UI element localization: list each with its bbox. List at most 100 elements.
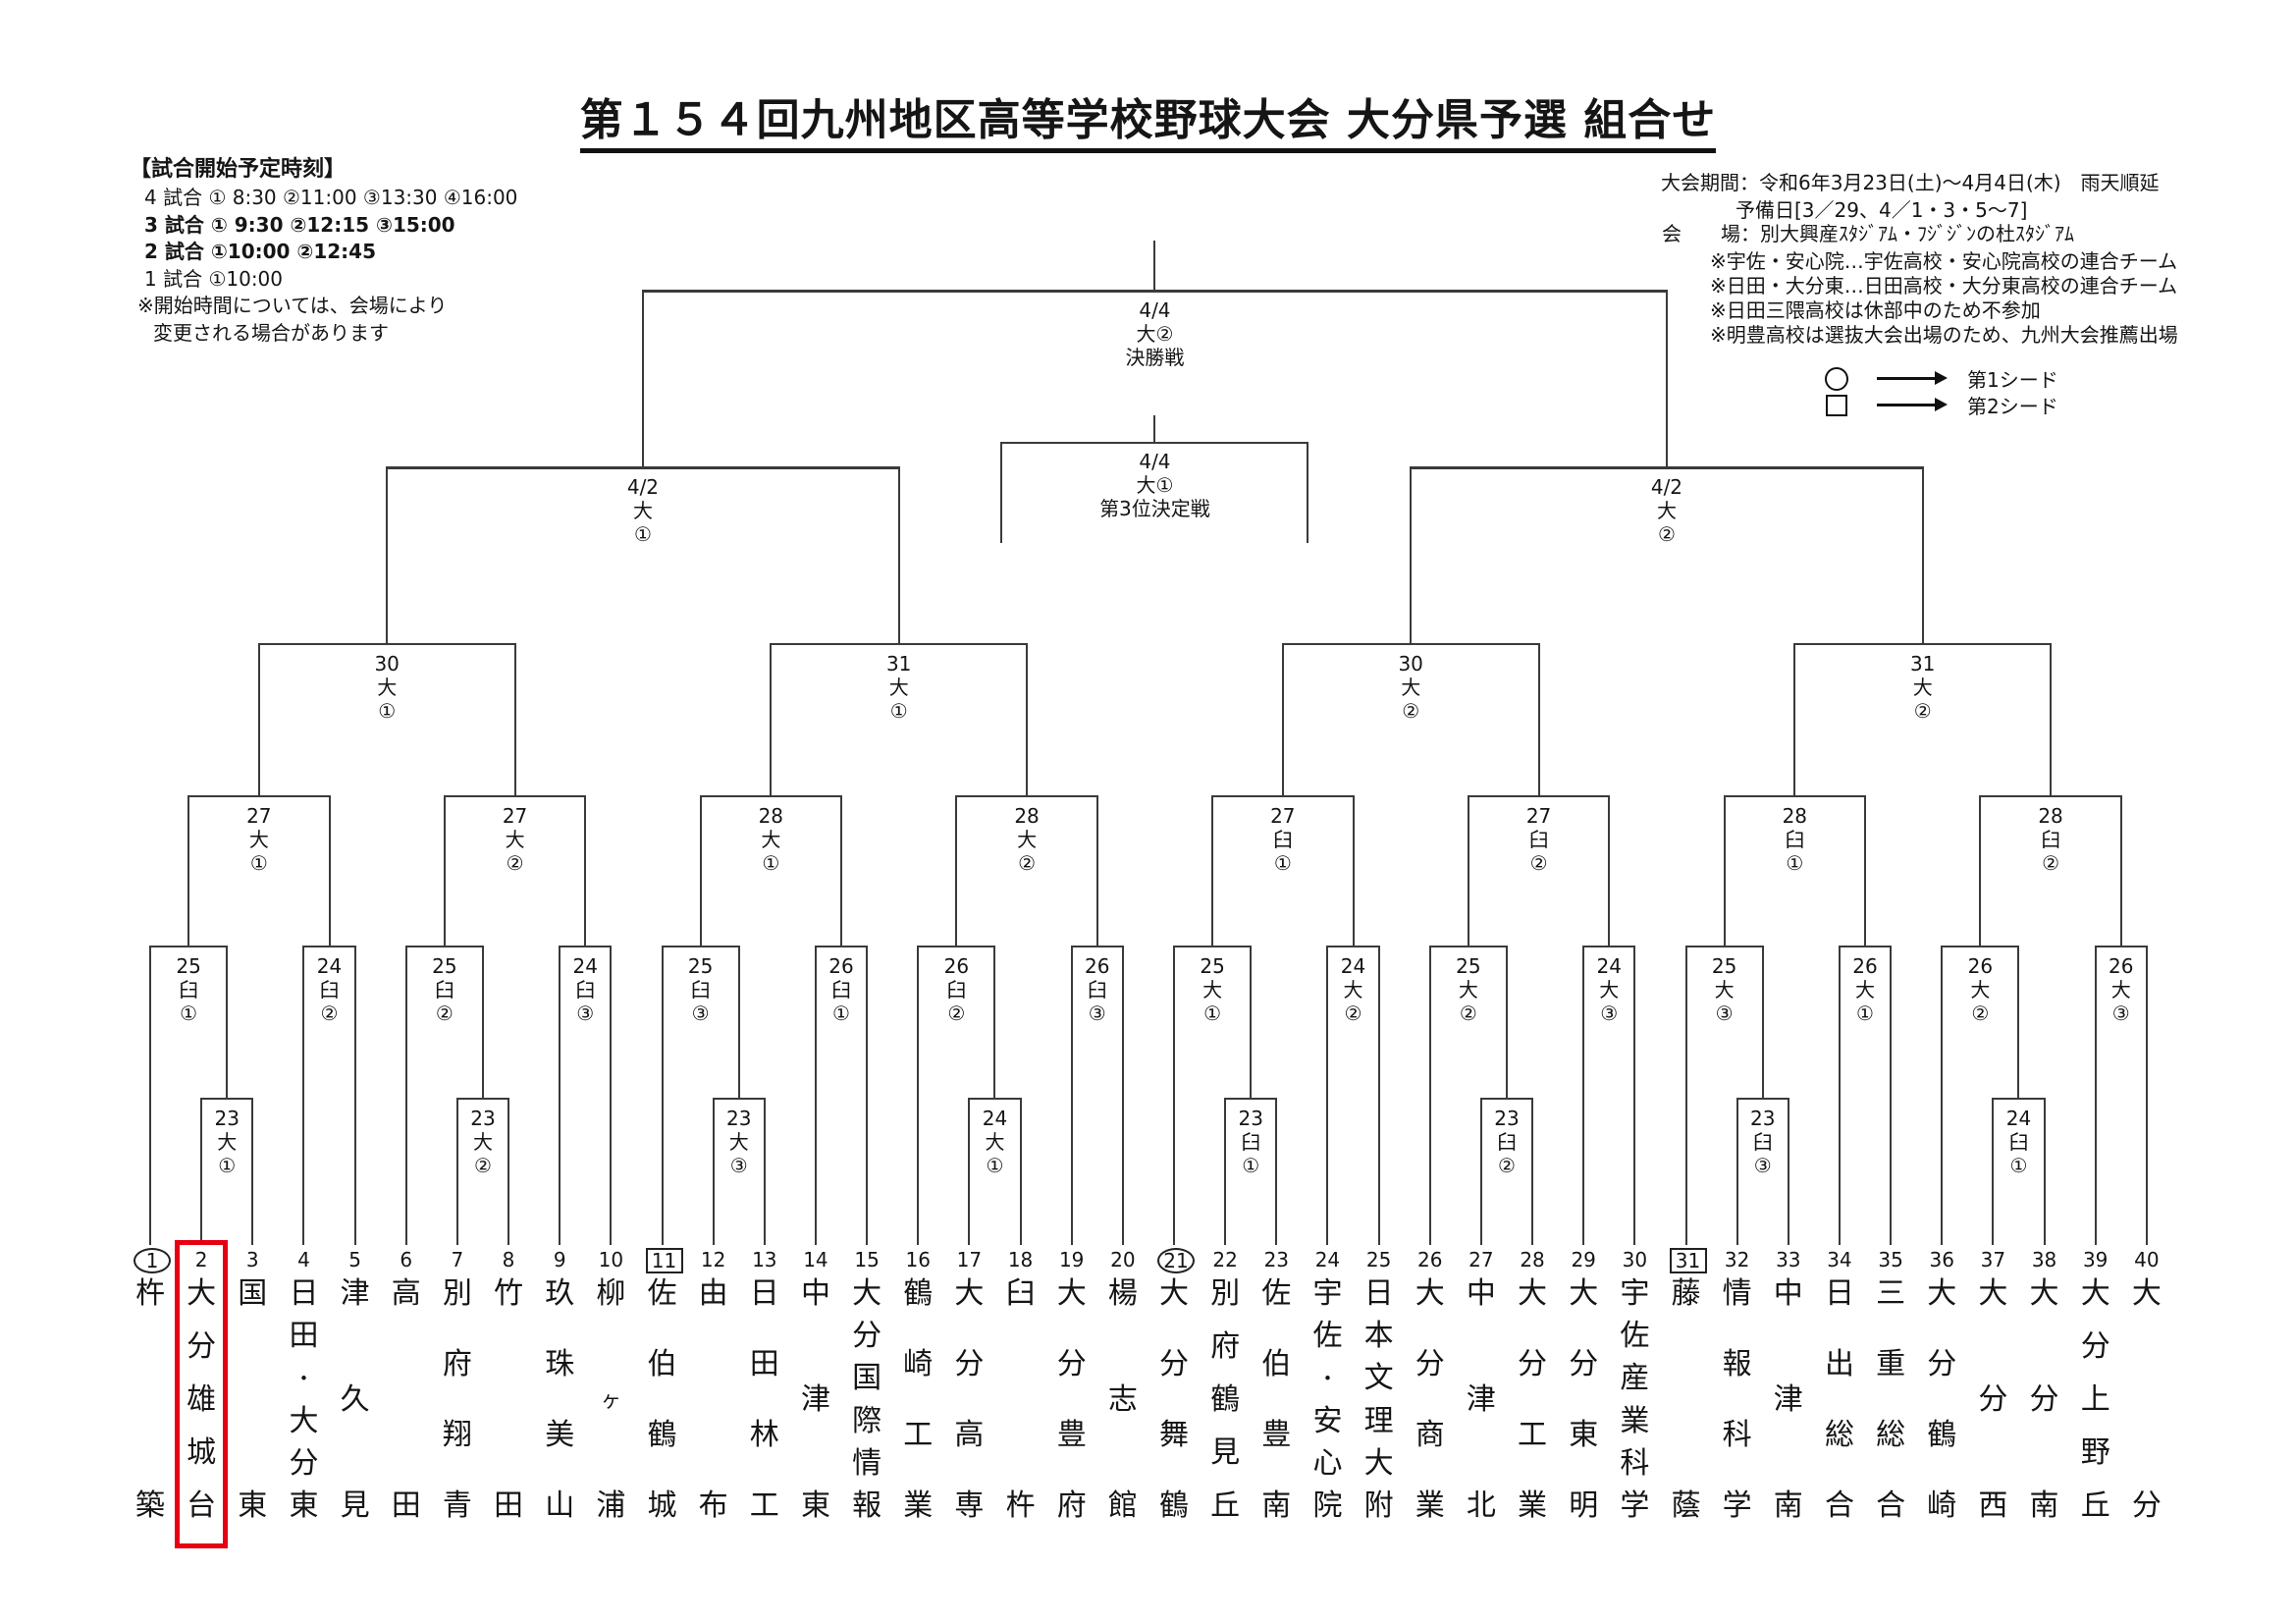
team-number: 4 [297, 1248, 310, 1271]
page-title: 第１５４回九州地区高等学校野球大会 大分県予選 組合せ [0, 84, 2296, 153]
bracket-line [917, 946, 920, 1245]
team-number: 37 [1980, 1248, 2006, 1271]
bracket-line [302, 946, 356, 947]
bracket-line [712, 1098, 766, 1100]
team-name: 大分西 [1978, 1276, 2008, 1523]
bracket-line [1537, 643, 1540, 795]
bracket-line [2017, 946, 2020, 1098]
bracket-line [1505, 946, 1508, 1098]
bracket-line [1211, 795, 1214, 946]
team-name: 柳ヶ浦 [596, 1276, 626, 1523]
legend-label: 第1シード [1967, 368, 2058, 392]
bracket-line [251, 1098, 254, 1245]
bracket-line [1224, 1098, 1278, 1100]
bracket-line [968, 1098, 971, 1245]
team-number: 26 [1417, 1248, 1443, 1271]
bracket-line [712, 1098, 715, 1245]
team-number: 32 [1724, 1248, 1750, 1271]
schedule-line: 変更される場合があります [153, 320, 389, 345]
team-number: 31 [1669, 1248, 1707, 1273]
team-number: 33 [1776, 1248, 1801, 1271]
team-name: 楊志館 [1107, 1276, 1138, 1523]
team-name: 宇佐・安心院 [1312, 1276, 1343, 1523]
bracket-line [386, 466, 900, 469]
bracket-line [641, 290, 1668, 293]
bracket-line [699, 795, 843, 797]
bracket-line [404, 946, 407, 1245]
bracket-line [661, 946, 740, 947]
team-number: 24 [1314, 1248, 1341, 1271]
team-name: 大分国際情報 [852, 1276, 882, 1523]
team-name: 日出総合 [1824, 1276, 1854, 1523]
bracket-line [328, 795, 331, 946]
bracket-line [1735, 1098, 1738, 1245]
bracket-line [897, 467, 900, 643]
team-number: 36 [1929, 1248, 1954, 1271]
bracket-line [443, 795, 587, 797]
bracket-line [1153, 241, 1156, 290]
team-number: 13 [752, 1248, 777, 1271]
team-number: 6 [400, 1248, 413, 1271]
bracket-line [1941, 946, 2020, 947]
bracket-line [955, 795, 958, 946]
bracket-line [559, 946, 613, 947]
team-number: 40 [2134, 1248, 2160, 1271]
team-name: 三重総合 [1876, 1276, 1906, 1523]
second-seed-square-icon [1824, 394, 1849, 416]
bracket-line [1026, 643, 1029, 795]
bracket-line [1410, 466, 1924, 469]
bracket-line [2145, 946, 2148, 1245]
bracket-line [770, 643, 1029, 645]
bracket-line [1479, 1098, 1534, 1100]
bracket-line [1070, 946, 1124, 947]
bracket-line [1326, 946, 1380, 947]
bracket-line [968, 1098, 1022, 1100]
highlight-box [175, 1240, 229, 1548]
team-name: 臼杵 [1005, 1276, 1036, 1523]
bracket-line [1787, 1098, 1789, 1245]
bracket-line [1000, 442, 1309, 444]
schedule-line: ※開始時間については、会場により [137, 294, 448, 317]
bracket-line [1153, 415, 1156, 442]
bracket-line [1307, 442, 1309, 543]
bracket-line [917, 946, 996, 947]
bracket-line [1121, 946, 1124, 1245]
bracket-line [814, 946, 817, 1245]
tournament-info-line: ※宇佐・安心院…宇佐高校・安心院高校の連合チーム [1710, 249, 2178, 273]
team-name: 宇佐産業科学 [1620, 1276, 1650, 1523]
bracket-line [257, 643, 260, 795]
bracket-line [149, 946, 229, 947]
team-name: 津久見 [340, 1276, 370, 1523]
bracket-line [404, 946, 484, 947]
team-number: 14 [803, 1248, 828, 1271]
bracket-line [699, 795, 702, 946]
schedule-line: 2 試合 ①10:00 ②12:45 [144, 240, 376, 263]
team-number: 20 [1110, 1248, 1136, 1271]
team-number: 1 [133, 1248, 171, 1273]
team-number: 15 [854, 1248, 880, 1271]
bracket-line [763, 1098, 766, 1245]
team-name: 中津東 [800, 1276, 830, 1523]
bracket-line [866, 946, 869, 1245]
team-number: 12 [700, 1248, 726, 1271]
team-name: 大分豊府 [1056, 1276, 1087, 1523]
team-name: 別府鶴見丘 [1210, 1276, 1241, 1523]
team-name: 大分 [2131, 1276, 2162, 1523]
